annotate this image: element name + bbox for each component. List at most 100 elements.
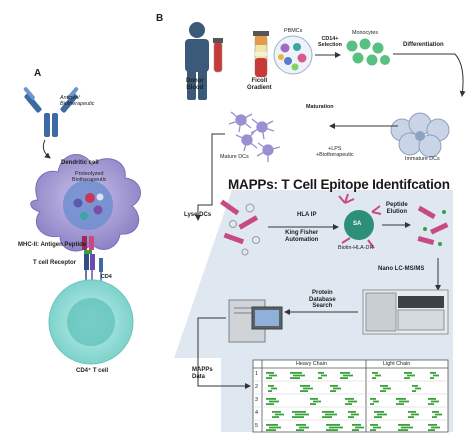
panel-b-label: B [156, 13, 164, 24]
peptide-hit-bar [330, 390, 336, 392]
peptide-hit-bar [408, 416, 414, 418]
differentiation-label: Differentiation [403, 42, 444, 48]
mapps-data-label: MAPPs Data [192, 367, 213, 380]
peptide-hit-bar [322, 411, 334, 413]
peptide-hit-bar [329, 426, 343, 429]
peptide-hit-bar [266, 372, 274, 374]
peptide-hit-bar [266, 377, 272, 379]
kingfisher-label: King Fisher Automation [285, 230, 319, 243]
database-search-label: Protein Database Search [309, 290, 336, 310]
peptide-hit-bar [266, 398, 276, 400]
peptide-hit-bar [272, 411, 281, 413]
peptide-hit-bar [310, 403, 316, 405]
mapps-data-table [252, 359, 449, 433]
table-row-label: 1 [255, 371, 258, 377]
ficoll-label: Ficoll Gradient [247, 78, 272, 91]
blood-tube-icon [213, 38, 223, 73]
peptide-hit-bar [352, 424, 361, 426]
mature-dc-icon [228, 111, 281, 162]
peptide-hit-bar [325, 413, 337, 416]
peptide-hit-bar [373, 400, 379, 403]
peptide-hit-bar [432, 411, 439, 413]
peptide-hit-bar [435, 413, 442, 416]
peptide-hit-bar [372, 372, 378, 374]
peptide-hit-bar [313, 400, 321, 403]
peptide-hit-bar [370, 424, 378, 426]
pbmcs-label: PBMCs [284, 28, 303, 34]
table-row-label: 5 [255, 423, 258, 429]
peptide-hit-bar [375, 374, 381, 377]
peptide-hit-bar [370, 429, 376, 431]
peptide-hit-bar [269, 374, 277, 377]
peptide-hit-bar [290, 372, 302, 374]
peptide-hit-bars [266, 372, 442, 431]
peptide-hit-bar [268, 390, 272, 392]
peptide-hit-bar [300, 390, 308, 392]
mapps-title: MAPPs: T Cell Epitope Identifcation [228, 177, 450, 192]
mhc-label: MHC-II: Antigen Peptide [18, 242, 87, 248]
peptide-hit-bar [271, 387, 277, 390]
antigen-label: Antigen/ Biotherapeutic [60, 95, 95, 108]
peptide-hit-bar [412, 385, 418, 387]
peptide-hit-bar [380, 390, 386, 392]
peptide-hit-bar [333, 387, 341, 390]
peptide-hit-bar [296, 424, 306, 426]
t-cell-icon [48, 279, 134, 365]
peptide-hit-bar [374, 416, 382, 418]
peptide-hit-bar [428, 403, 434, 405]
lcms-label: Nano LC-MS/MS [378, 266, 425, 272]
peptide-hit-bar [351, 413, 359, 416]
antibody-icon [23, 87, 79, 137]
peptide-hit-bar [296, 429, 304, 431]
peptide-hit-bar [428, 429, 435, 431]
mass-spectrometer-icon [362, 289, 449, 335]
heavy-chain-header: Heavy Chain [296, 361, 327, 367]
table-row-label: 2 [255, 384, 258, 390]
light-chain-header: Light Chain [383, 361, 411, 367]
lps-label: +LPS +Biotherapeutic [316, 146, 354, 159]
peptide-hit-bar [408, 411, 416, 413]
cd4-label: CD4 [101, 274, 112, 280]
differentiation-arrow [454, 53, 466, 97]
lysed-dc-icon [220, 199, 260, 256]
peptide-hit-bar [322, 416, 332, 418]
peptide-hit-bar [396, 403, 404, 405]
peptide-hit-bar [292, 411, 306, 413]
peptide-hit-bar [372, 377, 376, 379]
table-row-label: 3 [255, 397, 258, 403]
peptide-hit-bar [272, 416, 279, 418]
peptide-hit-bar [377, 413, 387, 416]
mhc-tcr-complex-icon [82, 236, 103, 282]
peptide-hit-bar [383, 387, 391, 390]
peptide-hit-bar [299, 426, 309, 429]
peptide-hit-bar [428, 424, 437, 426]
peptide-hit-bar [321, 374, 327, 377]
peptide-hit-bar [275, 413, 284, 416]
peptide-hit-bar [398, 429, 408, 431]
peptide-hit-bar [345, 398, 354, 400]
peptide-hit-bar [401, 426, 413, 429]
peptide-hit-bar [300, 385, 310, 387]
eluted-peptides-icon [417, 205, 449, 246]
peptide-hit-bar [269, 400, 279, 403]
mature-dcs-label: Mature DCs [220, 154, 249, 160]
peptide-hit-bar [411, 413, 419, 416]
peptide-hit-bar [431, 426, 440, 429]
donor-person-icon [185, 22, 209, 100]
proteolyzed-label: Proteolyzed Biotherapeutic [72, 171, 107, 184]
peptide-hit-bar [266, 429, 276, 431]
peptide-hit-bar [431, 400, 439, 403]
peptide-hit-bar [318, 377, 322, 379]
peptide-hit-bar [428, 398, 436, 400]
peptide-hit-bar [430, 377, 434, 379]
peptide-hit-bar [269, 426, 281, 429]
peptide-hit-bar [348, 400, 357, 403]
monocytes-icon [346, 38, 390, 66]
t-cell-label: CD4⁺ T cell [76, 368, 109, 374]
pbmc-cluster-icon [273, 35, 313, 75]
immature-dc-icon [390, 112, 450, 158]
peptide-hit-bar [303, 387, 313, 390]
uptake-arrow [42, 139, 51, 159]
